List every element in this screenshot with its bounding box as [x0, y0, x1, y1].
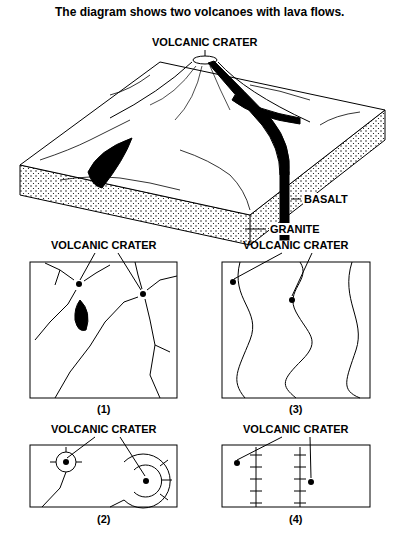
crater-label: VOLCANIC CRATER	[152, 36, 258, 48]
option-number: (3)	[289, 403, 302, 415]
option-number: (4)	[289, 513, 302, 525]
option-number: (2)	[97, 513, 110, 525]
crater-label: VOLCANIC CRATER	[243, 239, 349, 251]
option-number: (1)	[97, 403, 110, 415]
rock-label: GRANITE	[269, 223, 321, 235]
crater-label: VOLCANIC CRATER	[51, 423, 157, 435]
rock-label: BASALT	[303, 193, 349, 205]
crater-label: VOLCANIC CRATER	[51, 239, 157, 251]
crater-label: VOLCANIC CRATER	[243, 423, 349, 435]
diagram-title: The diagram shows two volcanoes with lav…	[55, 6, 344, 19]
